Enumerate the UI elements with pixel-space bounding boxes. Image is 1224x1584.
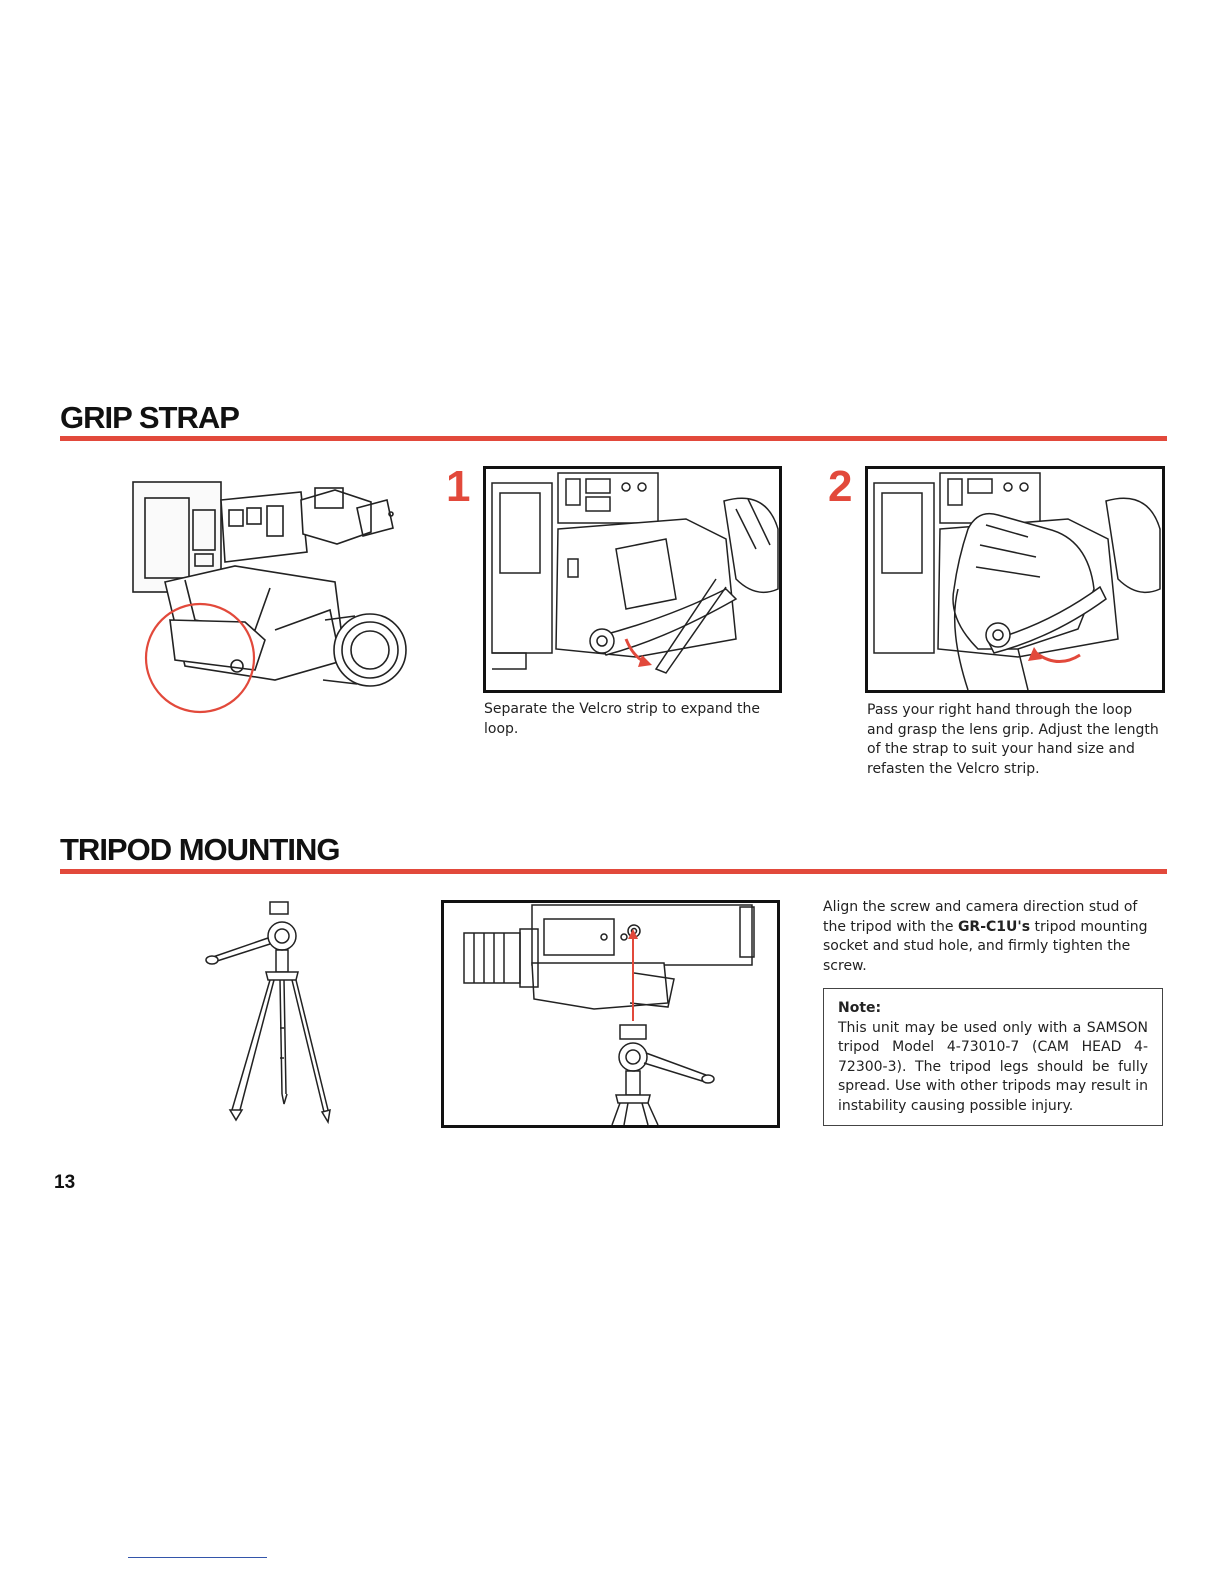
note-title: Note: — [838, 1000, 882, 1016]
step-1-caption: Separate the Velcro strip to expand the … — [484, 701, 761, 737]
note-text: This unit may be used only with a SAMSON… — [838, 1019, 1148, 1114]
step-1-number: 1 — [446, 462, 471, 511]
note-box: Note: This unit may be used only with a … — [823, 988, 1163, 1126]
step-2-caption: Pass your right hand through the loop an… — [867, 702, 1159, 777]
model-name: GR-C1U's — [957, 918, 1031, 935]
tripod-instructions-start: Align the screw and camera direction stu… — [823, 899, 1138, 935]
grip-strap-heading: GRIP STRAP — [60, 400, 240, 435]
step-2-illustration — [865, 466, 1165, 693]
tripod-mounting-heading: TRIPOD MOUNTING — [60, 832, 340, 867]
bottom-divider — [128, 1557, 267, 1558]
camcorder-illustration — [125, 470, 415, 715]
step-2-number: 2 — [828, 462, 853, 511]
tripod-instructions-end: tripod mounting socket and stud hole, an… — [823, 918, 1148, 974]
grip-strap-rule — [60, 436, 1167, 441]
camera-on-tripod-illustration — [441, 900, 780, 1128]
step-1-illustration — [483, 466, 782, 693]
tripod-mounting-rule — [60, 869, 1167, 874]
tripod-illustration — [200, 898, 345, 1128]
page-number: 13 — [54, 1172, 76, 1193]
tripod-instructions: Align the screw and camera direction stu… — [823, 898, 1163, 976]
